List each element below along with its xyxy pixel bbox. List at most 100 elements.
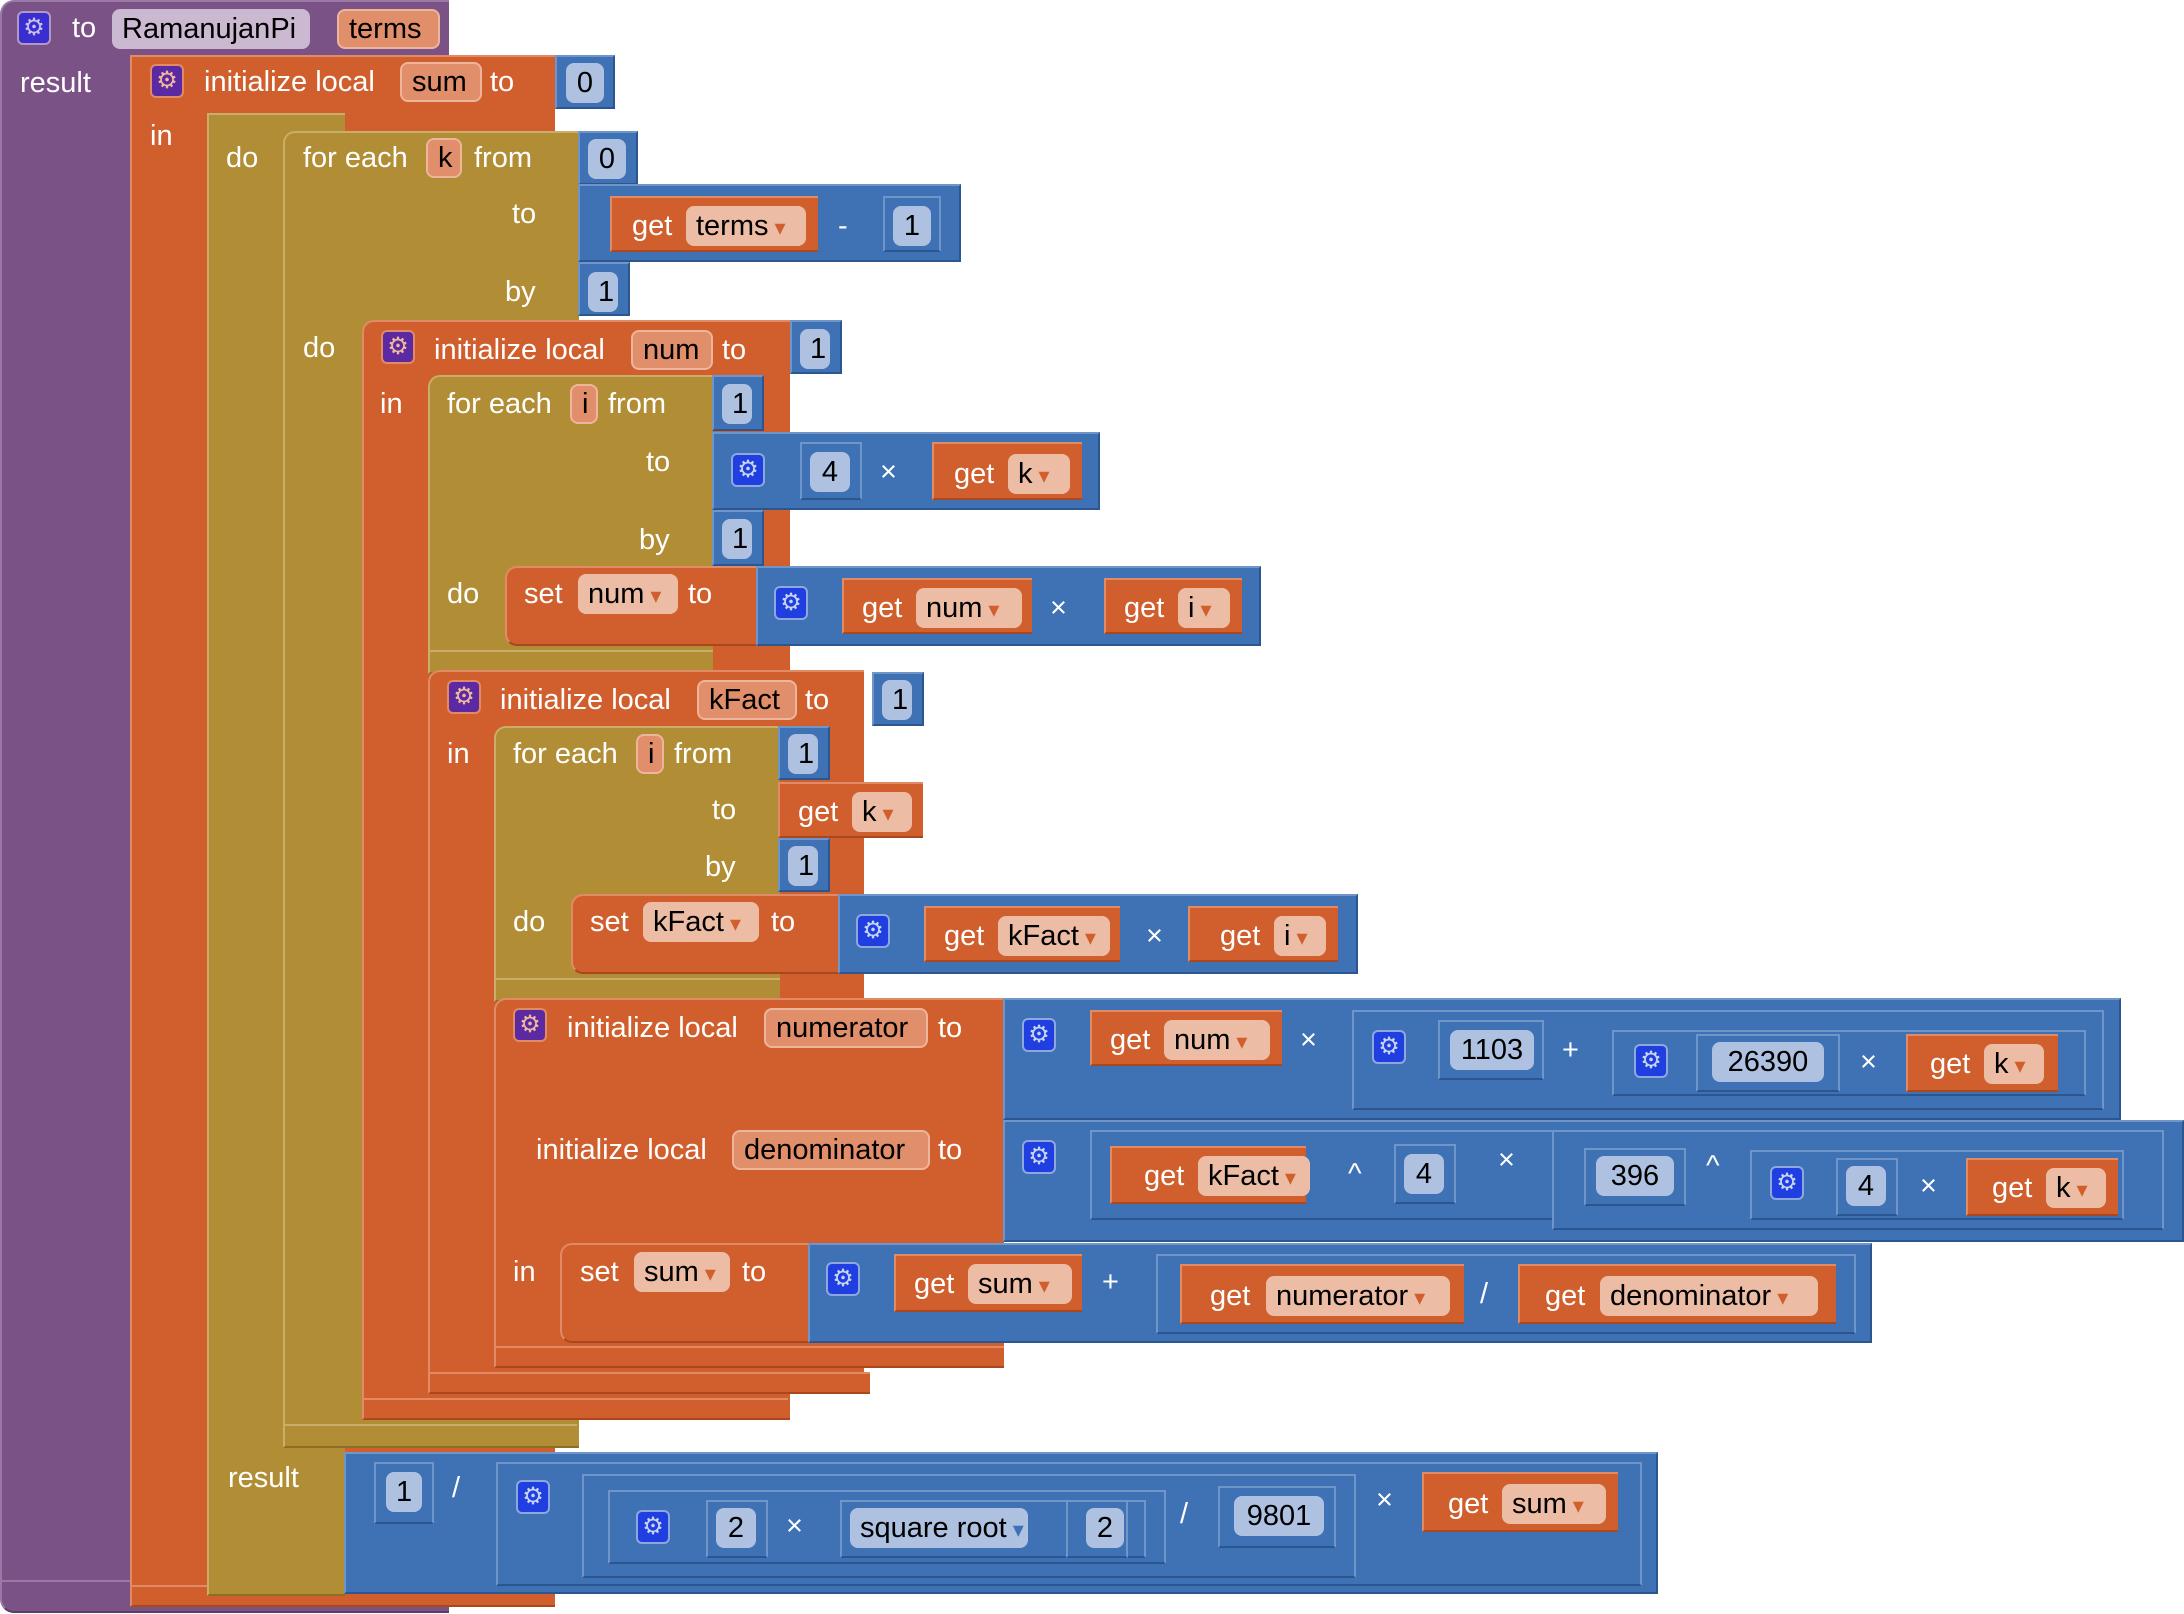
mutator-gear-icon[interactable]: ⚙ bbox=[1634, 1044, 1668, 1078]
times-operator: × bbox=[1146, 920, 1163, 952]
addition-block[interactable] bbox=[1352, 1010, 2104, 1110]
constant-9801[interactable]: 9801 bbox=[1234, 1496, 1324, 1536]
times-operator: × bbox=[1300, 1024, 1317, 1056]
local-var-sum[interactable]: sum bbox=[400, 62, 482, 102]
do-label: do bbox=[226, 142, 259, 174]
mutator-gear-icon[interactable]: ⚙ bbox=[150, 64, 184, 98]
exponent-factor[interactable]: 4 bbox=[1846, 1166, 1886, 1206]
kfact-exponent[interactable]: 4 bbox=[1404, 1154, 1444, 1194]
in-label: in bbox=[380, 388, 403, 420]
get-denominator-dropdown[interactable]: denominator bbox=[1600, 1276, 1818, 1316]
get-i-dropdown[interactable]: i bbox=[1274, 916, 1326, 956]
number-socket bbox=[1836, 1158, 1898, 1216]
mutator-gear-icon[interactable]: ⚙ bbox=[731, 453, 765, 487]
do-label: do bbox=[447, 578, 480, 610]
loop-var-i[interactable]: i bbox=[570, 384, 598, 424]
divide-block[interactable] bbox=[582, 1474, 1356, 1578]
number-socket bbox=[1066, 1500, 1128, 1558]
get-label: get bbox=[1110, 1024, 1151, 1056]
get-num-dropdown[interactable]: num bbox=[916, 588, 1022, 628]
get-label: get bbox=[798, 796, 839, 828]
get-kfact-dropdown[interactable]: kFact bbox=[1198, 1156, 1310, 1196]
by-label: by bbox=[639, 524, 670, 556]
get-k-dropdown[interactable]: k bbox=[1008, 454, 1070, 494]
mutator-gear-icon[interactable]: ⚙ bbox=[447, 680, 481, 714]
do-label: do bbox=[513, 906, 546, 938]
k-from-value[interactable]: 0 bbox=[588, 139, 626, 179]
set-label: set bbox=[590, 906, 629, 938]
constant-1103[interactable]: 1103 bbox=[1450, 1030, 1534, 1070]
times-operator: × bbox=[1498, 1144, 1515, 1176]
get-k-dropdown[interactable]: k bbox=[2046, 1168, 2106, 1208]
get-terms-dropdown[interactable]: terms bbox=[686, 206, 806, 246]
number-socket bbox=[1584, 1148, 1686, 1206]
number-socket bbox=[1394, 1144, 1456, 1204]
set-kfact-dropdown[interactable]: kFact bbox=[643, 902, 759, 942]
mutator-gear-icon[interactable]: ⚙ bbox=[1372, 1030, 1406, 1064]
i-by-value[interactable]: 1 bbox=[788, 846, 818, 886]
k-by-value[interactable]: 1 bbox=[588, 272, 618, 312]
divide-operator: / bbox=[452, 1472, 461, 1504]
mutator-gear-icon[interactable]: ⚙ bbox=[826, 1262, 860, 1296]
procedure-param[interactable]: terms bbox=[337, 9, 440, 49]
get-sum-dropdown[interactable]: sum bbox=[1502, 1484, 1606, 1524]
kfact-initial-value[interactable]: 1 bbox=[882, 680, 912, 720]
number-socket bbox=[706, 1500, 768, 1558]
square-root-block[interactable] bbox=[840, 1500, 1146, 1558]
set-num-dropdown[interactable]: num bbox=[578, 574, 678, 614]
to-label: to bbox=[688, 578, 713, 610]
mutator-gear-icon[interactable]: ⚙ bbox=[1022, 1018, 1056, 1052]
mutator-gear-icon[interactable]: ⚙ bbox=[1022, 1140, 1056, 1174]
num-initial-value[interactable]: 1 bbox=[800, 329, 830, 369]
mutator-gear-icon[interactable]: ⚙ bbox=[516, 1480, 550, 1514]
local-var-numerator[interactable]: numerator bbox=[764, 1008, 928, 1048]
multiply-block[interactable] bbox=[608, 1490, 1166, 1564]
get-sum-dropdown[interactable]: sum bbox=[968, 1264, 1072, 1304]
for-each-k-bottom bbox=[283, 1424, 577, 1448]
sum-initial-value[interactable]: 0 bbox=[566, 63, 604, 103]
number-socket bbox=[883, 196, 941, 252]
get-i-dropdown[interactable]: i bbox=[1178, 588, 1230, 628]
get-k-dropdown[interactable]: k bbox=[1984, 1044, 2044, 1084]
to-label: to bbox=[771, 906, 796, 938]
local-var-denominator[interactable]: denominator bbox=[732, 1130, 930, 1170]
multiply-block[interactable] bbox=[1750, 1150, 2124, 1220]
mutator-gear-icon[interactable]: ⚙ bbox=[856, 914, 890, 948]
get-kfact-dropdown[interactable]: kFact bbox=[998, 916, 1110, 956]
number-socket bbox=[1696, 1034, 1840, 1092]
power-block[interactable] bbox=[1552, 1130, 2164, 1230]
loop-var-k[interactable]: k bbox=[426, 138, 462, 178]
procedure-name-field[interactable]: RamanujanPi bbox=[112, 9, 310, 49]
mutator-gear-icon[interactable]: ⚙ bbox=[636, 1510, 670, 1544]
i-from-value[interactable]: 1 bbox=[788, 734, 818, 774]
i-from-value[interactable]: 1 bbox=[722, 384, 752, 424]
square-root-dropdown[interactable]: square root bbox=[850, 1508, 1028, 1548]
mutator-gear-icon[interactable]: ⚙ bbox=[17, 11, 51, 45]
i-by-value[interactable]: 1 bbox=[722, 519, 752, 559]
get-numerator-dropdown[interactable]: numerator bbox=[1266, 1276, 1450, 1316]
get-label: get bbox=[944, 920, 985, 952]
get-num-dropdown[interactable]: num bbox=[1164, 1020, 1270, 1060]
multiply-block[interactable] bbox=[1612, 1030, 2086, 1096]
result-numerator-one[interactable]: 1 bbox=[386, 1472, 422, 1512]
mutator-gear-icon[interactable]: ⚙ bbox=[1770, 1166, 1804, 1200]
loop-var-i[interactable]: i bbox=[636, 734, 664, 774]
mutator-gear-icon[interactable]: ⚙ bbox=[774, 586, 808, 620]
mutator-gear-icon[interactable]: ⚙ bbox=[513, 1008, 547, 1042]
minus-operator: - bbox=[838, 210, 848, 242]
local-var-kfact[interactable]: kFact bbox=[697, 680, 797, 720]
multiply-block[interactable] bbox=[496, 1462, 1642, 1586]
set-sum-dropdown[interactable]: sum bbox=[634, 1252, 730, 1292]
constant-two[interactable]: 2 bbox=[716, 1508, 756, 1548]
sqrt-argument[interactable]: 2 bbox=[1086, 1508, 1124, 1548]
times-operator: × bbox=[880, 456, 897, 488]
get-label: get bbox=[1144, 1160, 1185, 1192]
mutator-gear-icon[interactable]: ⚙ bbox=[381, 330, 415, 364]
constant-26390[interactable]: 26390 bbox=[1712, 1042, 1824, 1082]
minus-value[interactable]: 1 bbox=[893, 206, 931, 246]
get-k-dropdown[interactable]: k bbox=[852, 792, 912, 832]
local-var-num[interactable]: num bbox=[631, 330, 713, 370]
multiplier-value[interactable]: 4 bbox=[810, 452, 850, 492]
divide-block[interactable] bbox=[1156, 1254, 1856, 1334]
base-396[interactable]: 396 bbox=[1596, 1156, 1674, 1196]
